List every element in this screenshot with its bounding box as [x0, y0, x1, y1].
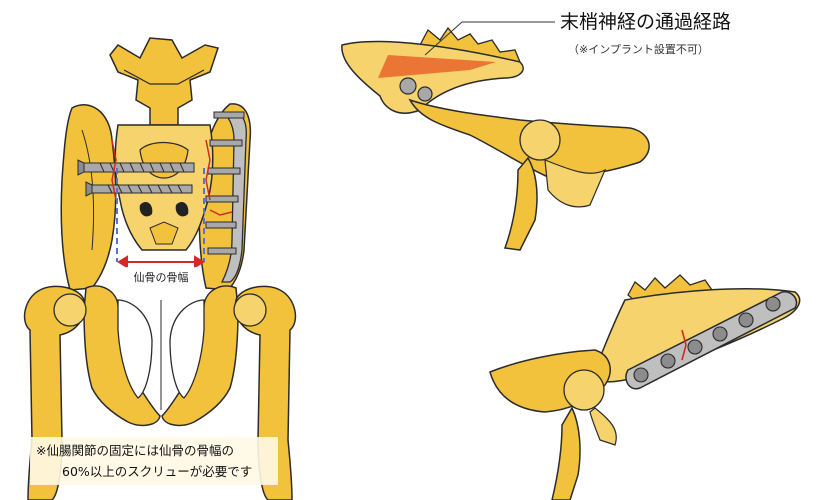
femur-lateral-bottom	[551, 369, 617, 500]
nerve-callout-title: 末梢神経の通過経路	[560, 11, 731, 33]
lumbar-vertebra	[109, 37, 219, 126]
pubis-ischium	[83, 285, 239, 427]
ilial-plate-lateral	[625, 291, 798, 390]
ventrodorsal-pelvis-view: 仙骨の骨幅 ※仙腸関節の固定には仙骨の骨幅の 60%以上のスクリューが必要です	[23, 37, 297, 500]
fracture-lines	[111, 139, 233, 216]
sacrum-width-arrow	[117, 255, 205, 269]
lateral-pelvis-view-nerve: 末梢神経の通過経路 （※インプラント設置不可）	[341, 11, 731, 251]
nerve-callout: 末梢神経の通過経路 （※インプラント設置不可）	[424, 11, 731, 56]
lateral-screw-heads	[399, 77, 433, 102]
sacrum-width-label: 仙骨の骨幅	[134, 271, 189, 284]
sacrum	[114, 124, 214, 251]
left-ilium	[60, 104, 117, 291]
femur-lateral-top	[503, 119, 607, 251]
screw-lower	[85, 181, 193, 197]
si-joint-screws	[77, 111, 245, 255]
nerve-callout-subtitle: （※インプラント設置不可）	[568, 42, 709, 56]
sacrum-width-guides	[116, 168, 205, 262]
lateral-pelvis-view-plate	[489, 274, 801, 500]
note-line-2: 60%以上のスクリューが必要です	[62, 464, 252, 479]
plate-screws	[205, 111, 245, 255]
screw-upper	[77, 159, 195, 176]
nerve-pathway-zone	[378, 55, 496, 78]
plate-screw-holes	[633, 296, 781, 383]
note-line-1: ※仙腸関節の固定には仙骨の骨幅の	[36, 443, 234, 458]
fracture-line-lower	[681, 329, 687, 361]
